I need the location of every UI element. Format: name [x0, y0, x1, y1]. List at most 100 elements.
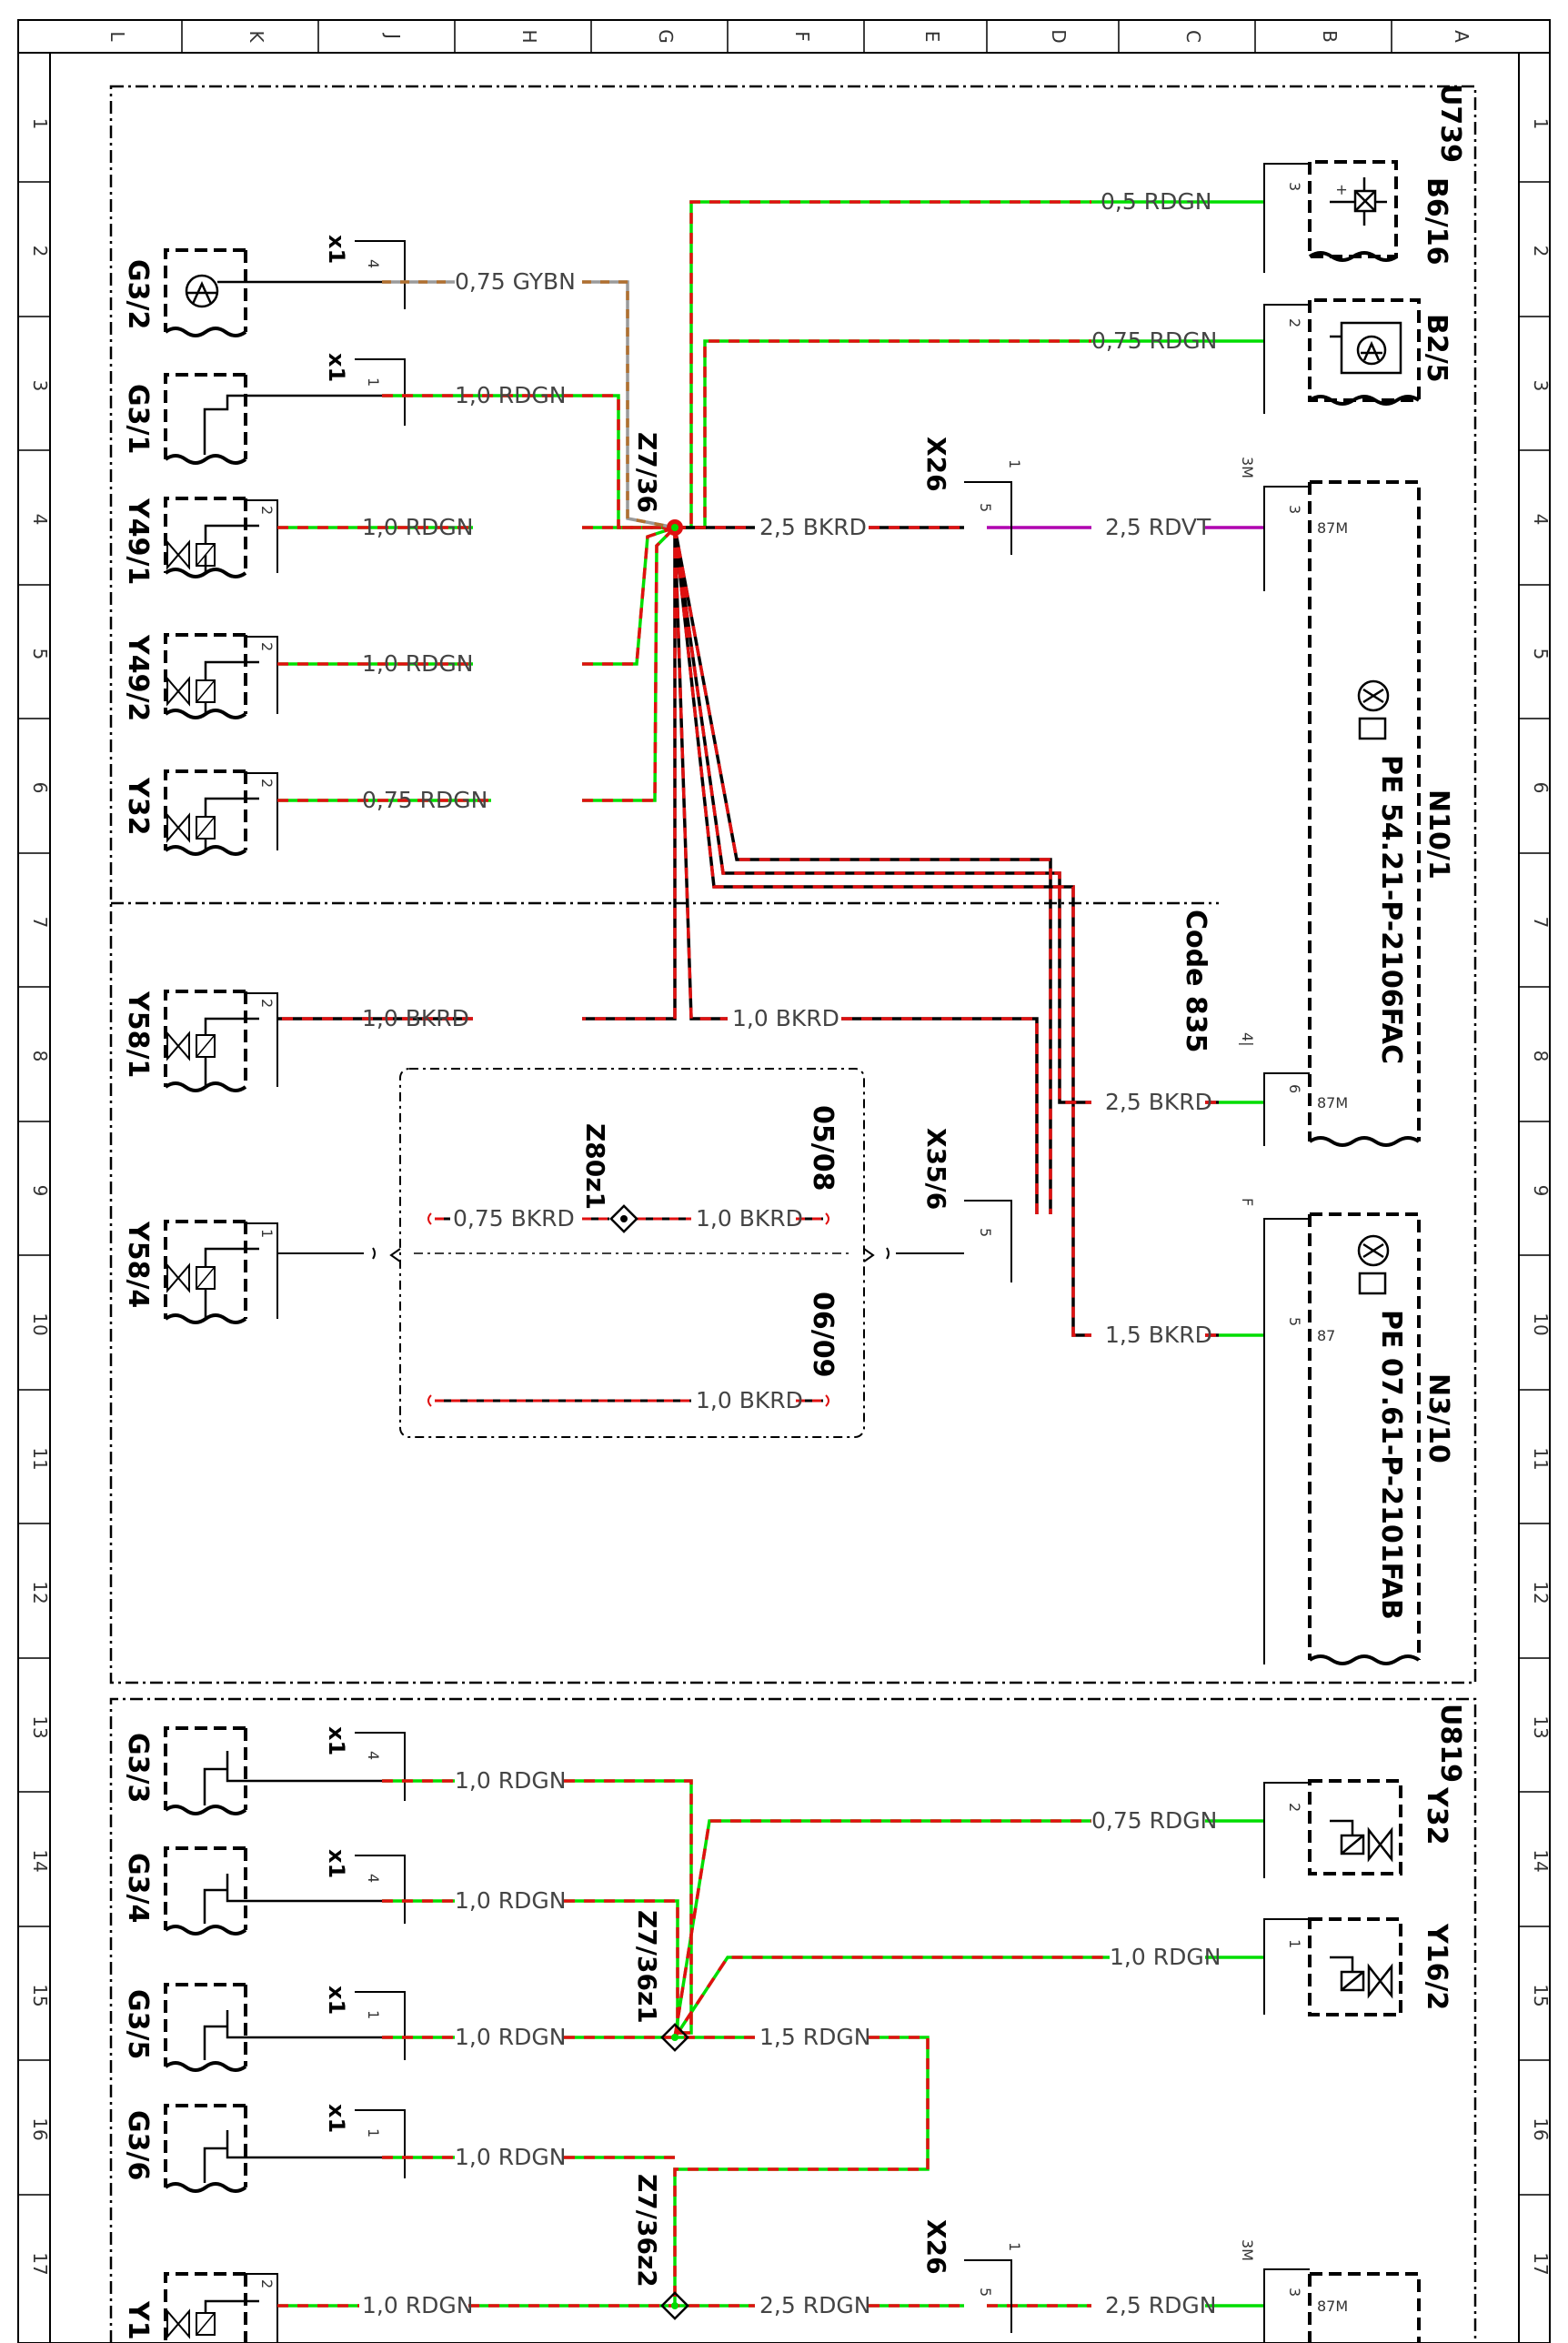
sensor-g3-5-symbol	[203, 2010, 382, 2060]
pin-number: 5	[977, 1228, 994, 1237]
connector-x26-label: X26	[921, 2219, 951, 2275]
splice-z80z1-label: Z80z1	[580, 1123, 610, 1210]
variant-box	[277, 1068, 964, 1438]
component-g3-5-label: G3/5	[122, 1989, 154, 2059]
code835-label: Code 835	[1180, 910, 1211, 1053]
component-g3-6-label: G3/6	[122, 2110, 154, 2180]
variant-0609-label: 06/09	[807, 1292, 839, 1377]
valve-y16-2-symbol	[1330, 1956, 1393, 1999]
pin-number: 2	[258, 779, 276, 788]
col-label: E	[921, 31, 943, 43]
pin-number: 1	[1006, 2242, 1023, 2251]
wire-label: 1,0 RDGN	[455, 2024, 566, 2050]
row-label: 5	[29, 649, 51, 660]
wire-label: 0,75 RDGN	[362, 787, 487, 813]
pin-number: 2	[258, 506, 276, 515]
splice-z7-36-label: Z7/36	[632, 432, 662, 513]
component-y32-label: Y32	[122, 777, 154, 835]
row-label: 12	[1530, 1581, 1552, 1604]
wire-label: 1,0 BKRD	[732, 1005, 839, 1031]
terminal-label: 87M	[1317, 2298, 1348, 2315]
valve-y32-symbol	[166, 797, 259, 850]
pin-number: 5	[977, 503, 994, 512]
col-label: J	[382, 32, 404, 39]
pin-number: 5	[1286, 1317, 1303, 1326]
pin-number: 2	[1286, 1803, 1303, 1812]
pin-number: 2	[258, 999, 276, 1008]
sensor-b2-5-symbol	[1330, 321, 1402, 375]
component-y58-4-label: Y58/4	[122, 1221, 154, 1308]
connector-x1-label: x1	[324, 2104, 349, 2133]
valve-y1-symbol	[166, 2309, 216, 2338]
pin-number: 3	[1286, 2288, 1303, 2297]
row-label: 2	[1530, 246, 1552, 257]
variant-0508-label: 05/08	[807, 1105, 839, 1191]
wire-label: 1,0 RDGN	[362, 2292, 473, 2318]
splice-z80z1	[609, 1204, 638, 1233]
row-label: 11	[1530, 1447, 1552, 1470]
valve-y32-right-symbol	[1330, 1819, 1393, 1863]
pin-number: 1	[1286, 1939, 1303, 1948]
component-y49-1-label: Y49/1	[122, 498, 154, 585]
wire-label: 1,0 RDGN	[455, 382, 566, 408]
terminal-label: 87M	[1317, 519, 1348, 537]
col-label: G	[655, 29, 677, 44]
wire-label: 1,0 RDGN	[1110, 1944, 1221, 1970]
col-label: C	[1182, 30, 1204, 43]
connector-x1-label: x1	[324, 235, 349, 264]
row-label: 6	[29, 782, 51, 794]
component-n3-10-reference: PE 07.61-P-2101FAB	[1375, 1310, 1407, 1620]
pin-number: +	[1333, 184, 1351, 196]
component-g3-3-label: G3/3	[122, 1733, 154, 1803]
wire-label: 2,5 RDVT	[1105, 514, 1211, 540]
wire-label: 1,0 RDGN	[362, 514, 473, 540]
pin-number: F	[1239, 1198, 1256, 1206]
pin-number: 3	[1286, 505, 1303, 514]
col-label: H	[518, 29, 540, 43]
pin-number: 5	[977, 2288, 994, 2297]
valve-y49-2-symbol	[166, 660, 259, 714]
row-label: 12	[29, 1581, 51, 1604]
pin-number: 1	[365, 2010, 382, 2019]
wire-label: 2,5 RDGN	[1105, 2292, 1216, 2318]
wires-upper	[277, 200, 1264, 1337]
row-label: 9	[1530, 1185, 1552, 1197]
component-y1-label: Y1	[122, 2300, 154, 2340]
connector-x1-label: x1	[324, 1849, 349, 1878]
component-b6-16-label: B6/16	[1421, 177, 1452, 265]
row-label: 13	[29, 1715, 51, 1738]
block-u739-outline	[109, 85, 1477, 1684]
wire-label: 1,5 BKRD	[1105, 1322, 1212, 1348]
pin-number: 2	[1286, 318, 1303, 327]
row-label: 10	[1530, 1312, 1552, 1335]
row-label: 8	[29, 1051, 51, 1062]
component-y49-2-label: Y49/2	[122, 634, 154, 721]
row-label: 2	[29, 246, 51, 257]
sensor-g3-3-symbol	[203, 1751, 382, 1805]
wire-label: 1,0 RDGN	[455, 1767, 566, 1794]
connector-x35-6-label: X35/6	[921, 1128, 951, 1210]
row-label: 5	[1530, 649, 1552, 660]
pin-number: 1	[258, 1229, 276, 1238]
row-label: 17	[29, 2252, 51, 2275]
component-y32-right-label: Y32	[1421, 1786, 1452, 1845]
wire-label: 1,0 RDGN	[455, 1887, 566, 1914]
control-unit-n3-10-symbol	[1357, 1234, 1390, 1295]
wire-label: 0,75 BKRD	[453, 1205, 575, 1232]
splice-z7-36z1	[660, 2023, 689, 2052]
row-label: 4	[1530, 514, 1552, 526]
valve-y49-1-symbol	[166, 524, 259, 573]
block-u819-outline	[109, 1697, 1477, 2343]
valve-y58-4-symbol	[166, 1247, 259, 1319]
sensor-g3-6-symbol	[203, 2130, 382, 2183]
col-label: L	[106, 31, 128, 42]
component-b2-5-label: B2/5	[1421, 314, 1452, 383]
pin-number: 4|	[1239, 1032, 1256, 1047]
pin-number: 3M	[1239, 2239, 1256, 2261]
component-n3-10-label: N3/10	[1422, 1373, 1454, 1463]
row-label: 14	[1530, 1849, 1552, 1872]
wire-label: 1,0 BKRD	[696, 1205, 803, 1232]
row-label: 7	[29, 917, 51, 929]
connector-x1-label: x1	[324, 1986, 349, 2015]
col-label: D	[1048, 29, 1070, 43]
